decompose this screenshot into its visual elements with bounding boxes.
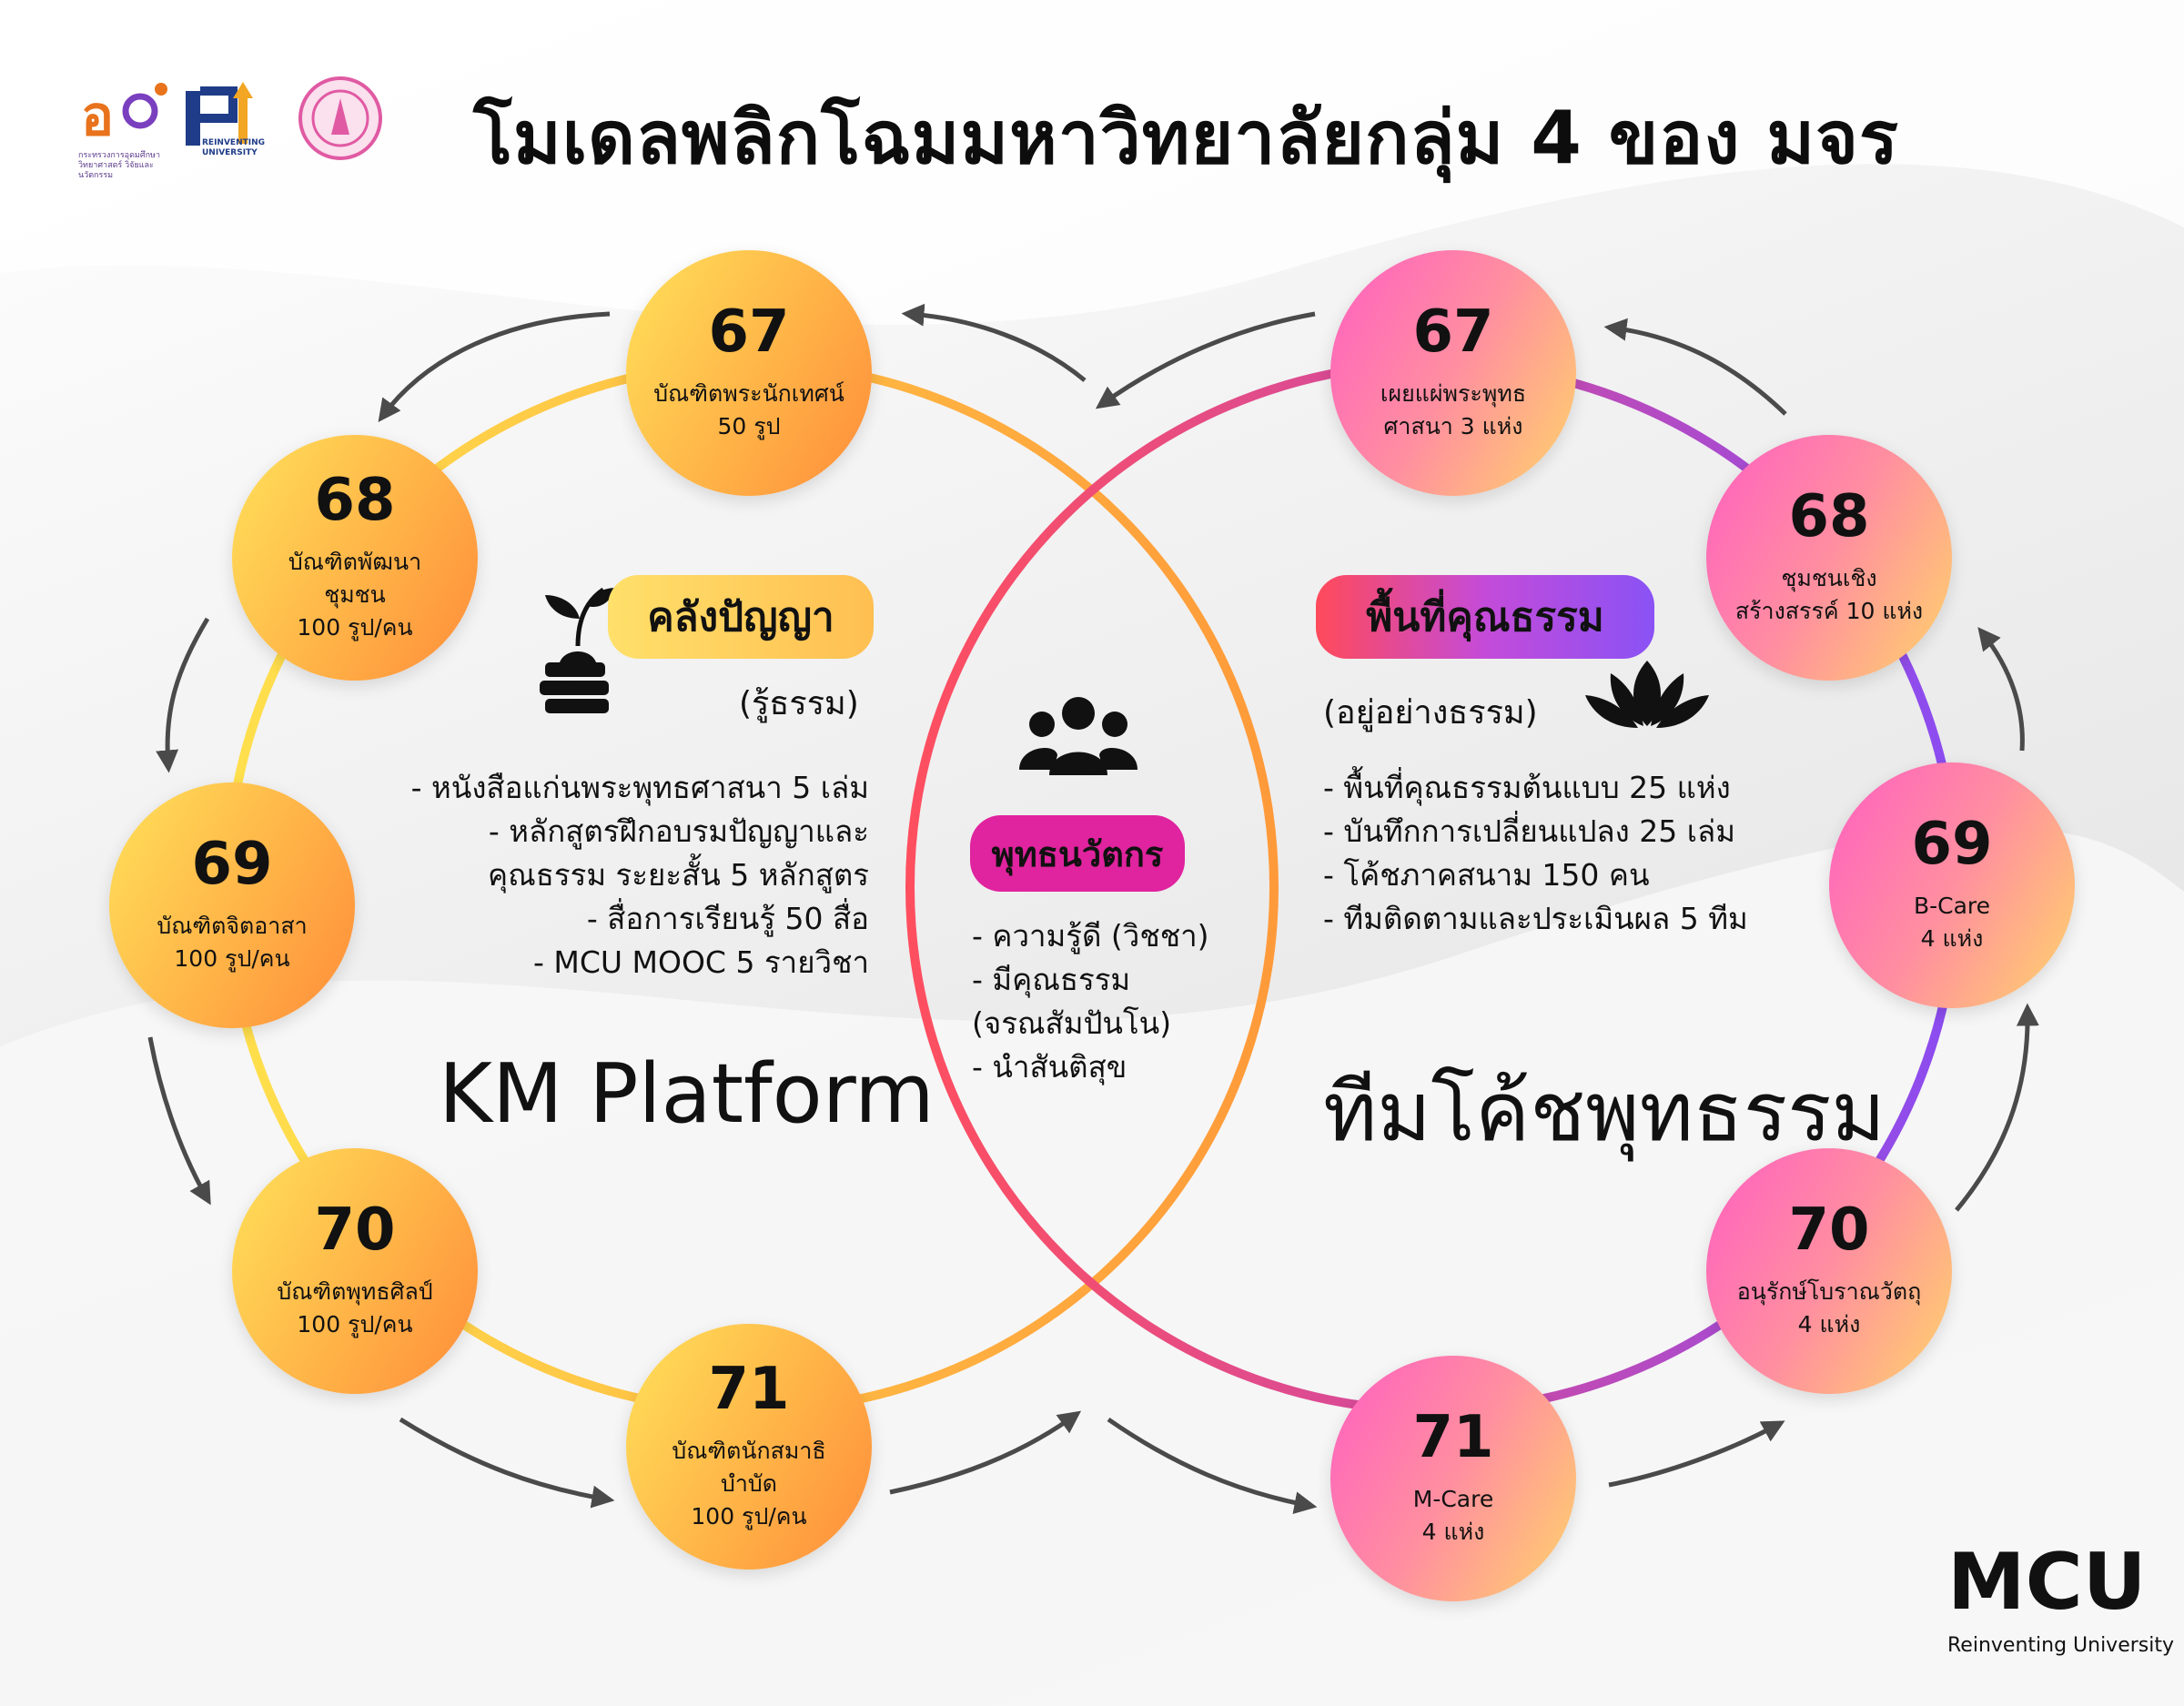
list-item: - พื้นที่คุณธรรมต้นแบบ 25 แห่ง xyxy=(1323,770,1731,805)
list-item: - ทีมติดตามและประเมินผล 5 ทีม xyxy=(1323,901,1748,936)
node-desc: อนุรักษ์โบราณวัตถุ xyxy=(1736,1278,1922,1305)
buddhist-innovator-label: พุทธนวัตกร xyxy=(970,815,1185,892)
node-year: 71 xyxy=(1412,1404,1494,1471)
arrow-r3 xyxy=(1608,1420,1785,1488)
page-title: โมเดลพลิกโฉมมหาวิทยาลัยกลุ่ม 4 ของ มจร xyxy=(473,96,1899,180)
svg-text:อ: อ xyxy=(81,85,114,148)
arrow-l2 xyxy=(156,617,210,773)
list-item: - MCU MOOC 5 รายวิชา xyxy=(532,944,869,980)
node-desc: เผยแผ่พระพุทธ xyxy=(1380,380,1527,407)
node-desc: 4 แห่ง xyxy=(1797,1311,1861,1338)
km-platform-label: KM Platform xyxy=(439,1046,935,1142)
arrow-l4 xyxy=(399,1417,615,1509)
node-year: 68 xyxy=(1788,483,1870,550)
node-desc: บำบัด xyxy=(720,1470,777,1497)
node-year: 70 xyxy=(1788,1196,1870,1264)
node-desc: ชุมชน xyxy=(324,581,386,608)
left-node-71: 71 บัณฑิตนักสมาธิ บำบัด 100 รูป/คน xyxy=(626,1324,872,1570)
list-item: - โค้ชภาคสนาม 150 คน xyxy=(1323,857,1650,893)
list-item: - มีคุณธรรม xyxy=(972,962,1131,997)
arrow-r5 xyxy=(1977,627,2025,752)
people-group-icon xyxy=(1019,697,1138,775)
node-desc: 100 รูป/คน xyxy=(174,945,290,972)
right-node-69: 69 B-Care 4 แห่ง xyxy=(1829,762,2075,1008)
reinventing-logo-text: REINVENTING UNIVERSITY xyxy=(202,138,266,157)
node-desc: 50 รูป xyxy=(717,413,781,439)
right-node-68: 68 ชุมชนเชิง สร้างสรรค์ 10 แห่ง xyxy=(1706,435,1952,681)
arrow-l1 xyxy=(378,311,611,423)
arrow-r1 xyxy=(1095,311,1316,409)
arrow-l5 xyxy=(889,1410,1082,1495)
node-desc: ศาสนา 3 แห่ง xyxy=(1383,413,1523,439)
virtue-space-list: - พื้นที่คุณธรรมต้นแบบ 25 แห่ง - บันทึกก… xyxy=(1323,766,1748,941)
arrow-l3 xyxy=(147,1036,211,1206)
arrow-l6 xyxy=(901,303,1087,382)
logo-group: อ กระทรวงการอุดมศึกษา วิทยาศาสตร์ วิจัยแ… xyxy=(76,73,386,180)
node-year: 67 xyxy=(1412,298,1494,366)
node-desc: บัณฑิตพุทธศิลป์ xyxy=(277,1278,433,1305)
mcu-tagline: Reinventing University xyxy=(1947,1634,2175,1657)
list-item: - หนังสือแก่นพระพุทธศาสนา 5 เล่ม xyxy=(410,770,869,805)
node-desc: 100 รูป/คน xyxy=(691,1503,807,1529)
ministry-logo-text: กระทรวงการอุดมศึกษา วิทยาศาสตร์ วิจัยและ… xyxy=(78,151,160,180)
knowledge-bank-list: - หนังสือแก่นพระพุทธศาสนา 5 เล่ม - หลักส… xyxy=(411,766,869,984)
lotus-icon xyxy=(1585,661,1709,728)
knowledge-bank-label: คลังปัญญา xyxy=(608,575,874,659)
right-node-70: 70 อนุรักษ์โบราณวัตถุ 4 แห่ง xyxy=(1706,1148,1952,1394)
reinventing-logo xyxy=(186,82,253,146)
arrow-r2 xyxy=(1107,1417,1318,1515)
node-desc: 100 รูป/คน xyxy=(297,614,413,641)
node-desc: 100 รูป/คน xyxy=(297,1311,413,1338)
node-year: 70 xyxy=(314,1196,396,1264)
node-desc: B-Care xyxy=(1913,893,1991,919)
node-desc: 4 แห่ง xyxy=(1421,1519,1485,1545)
node-desc: M-Care xyxy=(1412,1486,1494,1512)
list-item: - สื่อการเรียนรู้ 50 สื่อ xyxy=(586,901,869,936)
coach-team-label: ทีมโค้ชพุทธรรม xyxy=(1323,1065,1886,1160)
node-desc: สร้างสรรค์ 10 แห่ง xyxy=(1734,598,1924,624)
right-node-67: 67 เผยแผ่พระพุทธ ศาสนา 3 แห่ง xyxy=(1330,250,1576,496)
left-node-69: 69 บัณฑิตจิตอาสา 100 รูป/คน xyxy=(109,782,355,1028)
virtue-space-subtitle: (อยู่อย่างธรรม) xyxy=(1323,694,1538,732)
node-desc: บัณฑิตจิตอาสา xyxy=(157,913,308,939)
ministry-logo: อ xyxy=(81,83,167,148)
list-item: คุณธรรม ระยะสั้น 5 หลักสูตร xyxy=(488,857,869,893)
mcu-logo: MCU xyxy=(1947,1537,2147,1628)
right-node-71: 71 M-Care 4 แห่ง xyxy=(1330,1356,1576,1601)
node-year: 67 xyxy=(708,298,790,366)
plant-books-icon xyxy=(540,587,616,713)
center-list: - ความรู้ดี (วิชชา) - มีคุณธรรม (จรณสัมป… xyxy=(972,914,1209,1089)
node-desc: 4 แห่ง xyxy=(1920,925,1984,952)
list-item: (จรณสัมปันโน) xyxy=(972,1005,1172,1041)
virtue-space-label: พื้นที่คุณธรรม xyxy=(1316,575,1654,659)
node-year: 69 xyxy=(191,831,273,898)
knowledge-bank-subtitle: (รู้ธรรม) xyxy=(739,685,859,722)
list-item: - นำสันติสุข xyxy=(972,1049,1127,1085)
left-node-67: 67 บัณฑิตพระนักเทศน์ 50 รูป xyxy=(626,250,872,496)
node-year: 69 xyxy=(1911,811,1993,878)
node-year: 68 xyxy=(314,467,396,534)
left-node-68: 68 บัณฑิตพัฒนา ชุมชน 100 รูป/คน xyxy=(232,435,478,681)
list-item: - บันทึกการเปลี่ยนแปลง 25 เล่ม xyxy=(1323,813,1735,849)
node-desc: บัณฑิตนักสมาธิ xyxy=(672,1438,826,1464)
node-year: 71 xyxy=(708,1356,790,1423)
arrow-r4 xyxy=(1955,1003,2039,1212)
node-desc: บัณฑิตพัฒนา xyxy=(288,549,422,575)
node-desc: บัณฑิตพระนักเทศน์ xyxy=(653,380,844,407)
mcu-seal-icon xyxy=(298,76,382,160)
list-item: - ความรู้ดี (วิชชา) xyxy=(972,918,1209,954)
node-desc: ชุมชนเชิง xyxy=(1781,565,1877,591)
list-item: - หลักสูตรฝึกอบรมปัญญาและ xyxy=(488,813,869,849)
left-node-70: 70 บัณฑิตพุทธศิลป์ 100 รูป/คน xyxy=(232,1148,478,1394)
arrow-r6 xyxy=(1603,318,1787,416)
